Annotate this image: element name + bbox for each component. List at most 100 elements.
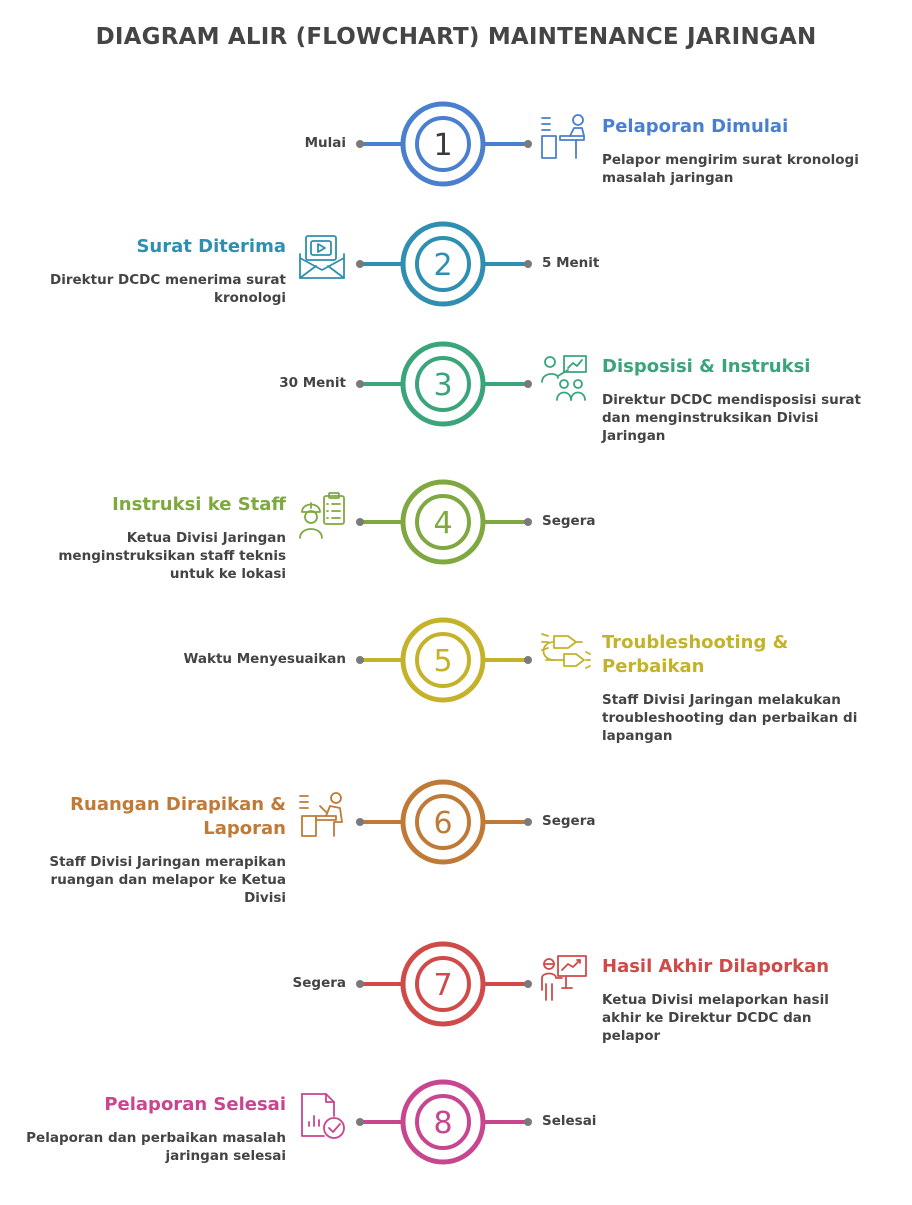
step-2: 2 (356, 221, 532, 307)
step-description-line: pelapor (602, 1028, 661, 1044)
step-description-line: menginstruksikan staff teknis (58, 548, 286, 564)
step-number: 7 (433, 968, 452, 1003)
step-description: Pelapor mengirim surat kronologi masalah … (602, 151, 859, 187)
step-time-label: Waktu Menyesuaikan (183, 651, 346, 667)
step-inner-ring (415, 236, 471, 292)
right-end-dot (524, 656, 532, 664)
step-description-line: Divisi (244, 890, 286, 906)
step-title-line: Pelaporan Dimulai (602, 116, 789, 137)
step-6: 6 (356, 779, 532, 865)
step-title: Instruksi ke Staff (112, 493, 286, 517)
step-title: Pelaporan Dimulai (602, 115, 788, 139)
left-end-dot (356, 980, 364, 988)
right-end-dot (524, 818, 532, 826)
diagram-title: DIAGRAM ALIR (FLOWCHART) MAINTENANCE JAR… (95, 24, 817, 50)
step-time-label: 30 Menit (279, 375, 346, 391)
worker-checklist-icon (299, 492, 345, 539)
step-description-line: lapangan (602, 728, 673, 744)
step-number: 8 (433, 1106, 452, 1141)
step-5: 5 (356, 617, 532, 703)
step-description-line: masalah jaringan (602, 170, 734, 186)
step-number: 2 (433, 248, 452, 283)
step-number: 3 (433, 368, 452, 403)
step-7: 7 (356, 941, 532, 1027)
step-title-line: Ruangan Dirapikan & (70, 794, 286, 815)
chart-presenter-icon (541, 955, 587, 1001)
team-presentation-icon (541, 355, 587, 401)
connector-6-7 (436, 864, 450, 942)
step-4: 4 (356, 479, 532, 565)
left-end-dot (356, 380, 364, 388)
step-inner-ring (415, 794, 471, 850)
right-end-dot (524, 518, 532, 526)
left-end-dot (356, 656, 364, 664)
step-time-label: Segera (542, 813, 596, 829)
step-title: Disposisi & Instruksi (602, 355, 810, 379)
connector-5-6 (436, 702, 450, 780)
step-title: Hasil Akhir Dilaporkan (602, 955, 829, 979)
step-time-label: Selesai (542, 1113, 597, 1129)
left-end-dot (356, 260, 364, 268)
step-description-line: untuk ke lokasi (169, 566, 286, 582)
step-inner-ring (415, 356, 471, 412)
step-title: Surat Diterima (136, 235, 286, 259)
right-end-dot (524, 380, 532, 388)
right-end-dot (524, 1118, 532, 1126)
step-title-line: Pelaporan Selesai (104, 1094, 286, 1115)
desk-report-icon (299, 792, 343, 837)
step-description-line: Pelaporan dan perbaikan masalah (26, 1130, 286, 1146)
left-end-dot (356, 818, 364, 826)
step-inner-ring (415, 116, 471, 172)
step-title: Pelaporan Selesai (104, 1093, 286, 1117)
step-1: 1 (356, 101, 532, 187)
step-inner-ring (415, 494, 471, 550)
step-number: 1 (433, 128, 452, 163)
cable-plug-icon (541, 633, 591, 669)
step-description-line: Direktur DCDC menerima surat (50, 272, 286, 288)
step-description-line: kronologi (214, 290, 286, 306)
document-check-icon (301, 1093, 345, 1139)
step-title-line: Perbaikan (602, 656, 705, 677)
step-description: Staff Divisi Jaringan melakukan troublesh… (602, 691, 857, 745)
step-title-line: Laporan (203, 818, 286, 839)
step-description: Direktur DCDC mendisposisi surat dan meng… (602, 391, 861, 445)
step-description: Direktur DCDC menerima surat kronologi (50, 271, 286, 307)
envelope-video-icon (299, 235, 345, 279)
step-description-line: Staff Divisi Jaringan melakukan (602, 692, 841, 708)
step-title-line: Instruksi ke Staff (112, 494, 286, 515)
presenter-icon (541, 114, 585, 159)
step-title: Troubleshooting &Perbaikan (602, 631, 788, 679)
step-description-line: Direktur DCDC mendisposisi surat (602, 392, 861, 408)
step-time-label: Segera (292, 975, 346, 991)
left-end-dot (356, 1118, 364, 1126)
step-description-line: Staff Divisi Jaringan merapikan (49, 854, 286, 870)
step-title-line: Disposisi & Instruksi (602, 356, 811, 377)
connector-2-3 (436, 306, 450, 342)
step-description-line: jaringan selesai (165, 1148, 286, 1164)
step-title-line: Surat Diterima (136, 236, 286, 257)
step-description-line: Pelapor mengirim surat kronologi (602, 152, 859, 168)
right-end-dot (524, 140, 532, 148)
connector-3-4 (436, 426, 450, 480)
step-time-label: 5 Menit (542, 255, 600, 271)
step-time-label: Mulai (304, 135, 346, 151)
connector-4-5 (436, 564, 450, 618)
step-description-line: troubleshooting dan perbaikan di (602, 710, 858, 726)
step-description-line: akhir ke Direktur DCDC dan (602, 1010, 812, 1026)
step-inner-ring (415, 956, 471, 1012)
step-title: Ruangan Dirapikan & Laporan (70, 793, 286, 841)
step-3: 3 (356, 341, 532, 427)
right-end-dot (524, 260, 532, 268)
left-end-dot (356, 140, 364, 148)
step-number: 6 (433, 806, 452, 841)
right-end-dot (524, 980, 532, 988)
step-number: 4 (433, 506, 452, 541)
step-number: 5 (433, 644, 452, 679)
step-description: Pelaporan dan perbaikan masalah jaringan … (26, 1129, 286, 1165)
step-inner-ring (415, 1094, 471, 1150)
step-description-line: dan menginstruksikan Divisi (602, 410, 819, 426)
